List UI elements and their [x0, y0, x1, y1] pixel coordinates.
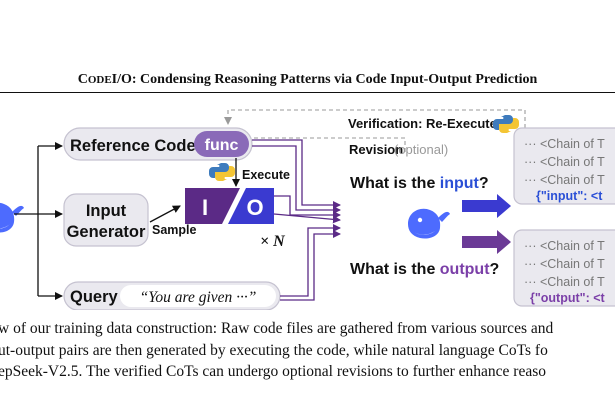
- input-bundle-lines: [252, 139, 341, 301]
- io-output-block: [228, 188, 274, 224]
- caption-line-1: w of our training data construction: Raw…: [0, 320, 554, 337]
- output-cot-line: ··· <Chain of T: [524, 275, 605, 289]
- sample-arrow: [149, 205, 181, 223]
- times-n-label: × N: [260, 233, 286, 250]
- deepseek-whale-icon: [408, 208, 450, 239]
- pipeline-diagram: Reference Code func Execute Input Genera…: [0, 109, 615, 310]
- sample-label: Sample: [152, 223, 197, 237]
- figure-title: CODEI/O: Condensing Reasoning Patterns v…: [77, 72, 538, 87]
- output-question: What is the output?: [350, 261, 499, 278]
- input-generator-line1: Input: [86, 202, 127, 220]
- input-cot-line: ··· <Chain of T: [524, 173, 605, 187]
- deepseek-whale-icon: [0, 202, 24, 233]
- python-icon: [209, 163, 235, 181]
- caption-line-2: ut-output pairs are then generated by ex…: [0, 341, 548, 359]
- input-cot-line: ··· <Chain of T: [524, 155, 605, 169]
- reference-code-label: Reference Code: [70, 137, 196, 155]
- func-pill: [194, 131, 249, 157]
- output-cot-box: [513, 229, 615, 307]
- query-text: “You are given ···”: [140, 289, 257, 306]
- input-cot-arrow: [462, 194, 511, 218]
- output-cot-line: ··· <Chain of T: [524, 239, 605, 253]
- input-cot-box: [513, 127, 615, 205]
- io-input-letter: I: [202, 195, 208, 220]
- source-branch-connector: [14, 142, 63, 300]
- optional-label: (optional): [394, 142, 448, 157]
- revision-label: Revision: [349, 142, 403, 157]
- python-icon: [493, 115, 519, 133]
- io-input-block: [185, 188, 240, 224]
- input-question: What is the input?: [350, 175, 489, 192]
- func-label: func: [205, 137, 239, 154]
- execute-label: Execute: [242, 168, 290, 182]
- figure-caption: w of our training data construction: Raw…: [0, 318, 615, 383]
- output-json: {"output": <t: [530, 291, 606, 305]
- verification-loop: [224, 109, 526, 152]
- output-cot-line: ··· <Chain of T: [524, 257, 605, 271]
- caption-line-3: epSeek-V2.5. The verified CoTs can under…: [0, 363, 546, 380]
- output-cot-arrow: [462, 230, 511, 254]
- input-json: {"input": <t: [536, 189, 603, 203]
- input-generator-line2: Generator: [67, 223, 146, 241]
- title-top-rule: [0, 92, 615, 93]
- query-text-pill: [120, 285, 276, 307]
- verification-label: Verification: Re-Execute: [348, 116, 497, 131]
- io-output-letter: O: [246, 195, 263, 220]
- input-generator-box: [63, 193, 149, 247]
- query-label: Query: [70, 288, 119, 306]
- input-cot-line: ··· <Chain of T: [524, 137, 605, 151]
